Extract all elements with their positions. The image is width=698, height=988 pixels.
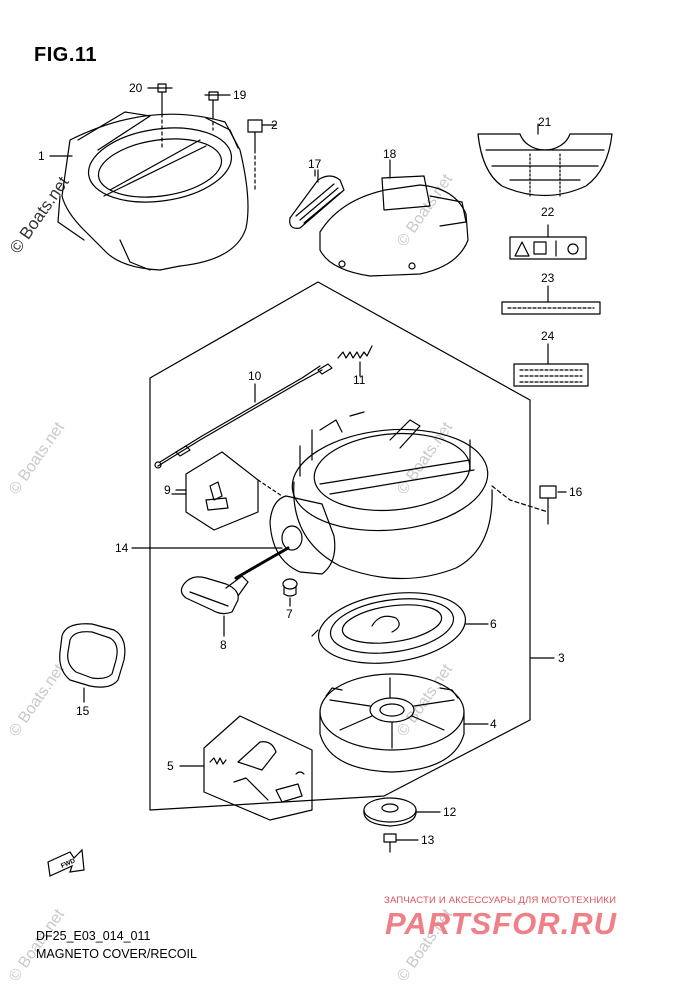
bushing-part-7 bbox=[282, 578, 298, 607]
callout-16: 16 bbox=[569, 485, 583, 499]
ratchet-parts-part-5 bbox=[179, 715, 313, 821]
spring-part-11 bbox=[337, 345, 373, 377]
figure-title: FIG.11 bbox=[34, 44, 98, 66]
bolt-part-16 bbox=[539, 485, 567, 513]
callout-20: 20 bbox=[129, 81, 143, 95]
callout-19: 19 bbox=[233, 88, 247, 102]
plate-part-12 bbox=[363, 797, 441, 827]
grille-part-17 bbox=[289, 169, 345, 229]
callout-24: 24 bbox=[541, 329, 555, 343]
bolt-part-13 bbox=[383, 833, 419, 853]
reel-part-4 bbox=[319, 673, 489, 773]
callout-23: 23 bbox=[541, 271, 555, 285]
callout-6: 6 bbox=[490, 617, 497, 631]
magneto-cover-part-1 bbox=[57, 111, 249, 271]
callout-8: 8 bbox=[220, 638, 227, 652]
callout-18: 18 bbox=[383, 147, 397, 161]
label-part-23 bbox=[501, 285, 601, 315]
promo-tagline: ЗАПЧАСТИ И АКСЕССУАРЫ ДЛЯ МОТОТЕХНИКИ bbox=[384, 895, 617, 906]
callout-4: 4 bbox=[490, 717, 497, 731]
cable-part-10 bbox=[154, 363, 333, 469]
callout-11: 11 bbox=[353, 373, 366, 387]
bolt-part-2 bbox=[247, 119, 277, 193]
callout-2: 2 bbox=[271, 118, 278, 132]
spring-part-6 bbox=[311, 592, 489, 664]
rope-part-14 bbox=[131, 546, 290, 580]
callout-10: 10 bbox=[248, 369, 262, 383]
label-part-22 bbox=[509, 224, 587, 260]
bracket-part-9 bbox=[175, 451, 283, 531]
callout-13: 13 bbox=[421, 833, 435, 847]
recoil-case bbox=[269, 411, 549, 580]
callout-17: 17 bbox=[308, 157, 322, 171]
callout-3: 3 bbox=[558, 651, 565, 665]
callout-9: 9 bbox=[164, 483, 171, 497]
callout-1: 1 bbox=[38, 149, 45, 163]
label-part-21 bbox=[477, 133, 613, 197]
fwd-arrow: FWD bbox=[47, 848, 85, 877]
handle-part-8 bbox=[180, 575, 249, 637]
diagram-code: DF25_E03_014_011 bbox=[36, 929, 151, 943]
callout-7: 7 bbox=[286, 607, 293, 621]
seal-part-15 bbox=[59, 623, 126, 703]
cover-part-18 bbox=[319, 159, 469, 277]
callout-21: 21 bbox=[538, 115, 552, 129]
assembly-outline bbox=[149, 281, 531, 811]
promo-brand-logo: PARTSFOR.RU bbox=[385, 906, 618, 941]
callout-5: 5 bbox=[167, 759, 174, 773]
callout-15: 15 bbox=[76, 704, 90, 718]
callout-22: 22 bbox=[541, 205, 555, 219]
screw-part-19 bbox=[204, 91, 231, 131]
callout-14: 14 bbox=[115, 541, 129, 555]
diagram-caption: MAGNETO COVER/RECOIL bbox=[36, 947, 197, 961]
callout-12: 12 bbox=[443, 805, 457, 819]
label-part-24 bbox=[513, 343, 589, 387]
